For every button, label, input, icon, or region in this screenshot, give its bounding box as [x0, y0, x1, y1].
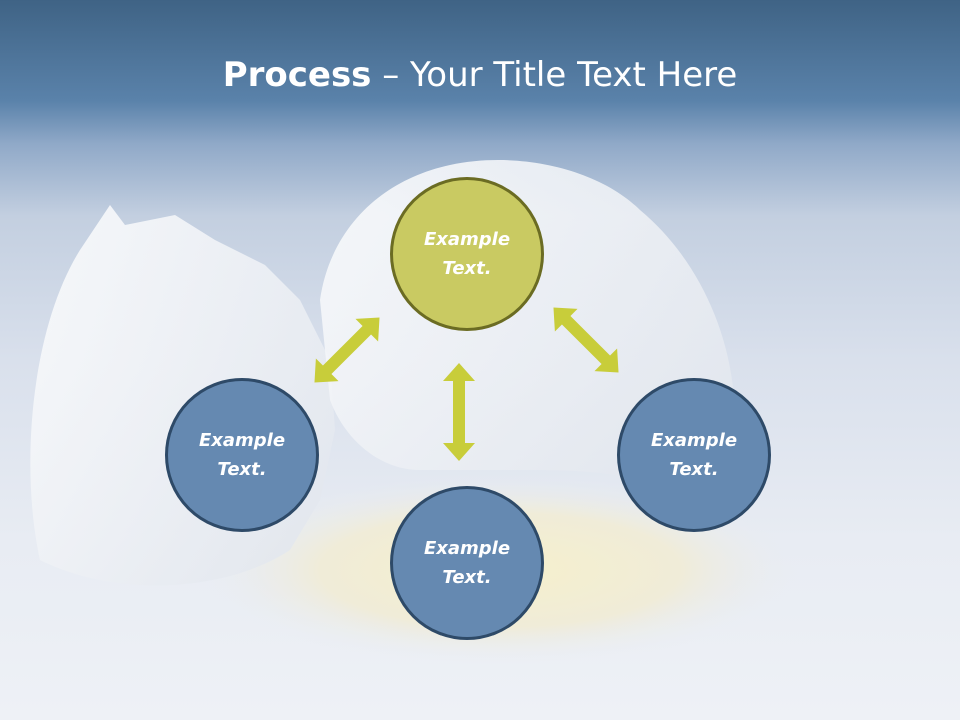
node-text-line1: Example	[198, 430, 286, 451]
process-node-top: Example Text.	[390, 177, 544, 331]
title-bold: Process	[222, 55, 372, 95]
node-text-line1: Example	[423, 229, 511, 250]
node-text-line2: Text.	[669, 459, 719, 480]
process-node-left: Example Text.	[165, 378, 319, 532]
process-node-right: Example Text.	[617, 378, 771, 532]
process-node-bottom: Example Text.	[390, 486, 544, 640]
node-text-line1: Example	[423, 538, 511, 559]
node-text-line2: Text.	[442, 258, 492, 279]
arrow-top-left	[314, 317, 380, 383]
slide-title: Process – Your Title Text Here	[0, 52, 960, 98]
node-text-line2: Text.	[442, 567, 492, 588]
arrow-top-right	[553, 307, 619, 373]
node-text-line2: Text.	[217, 459, 267, 480]
node-text-line1: Example	[650, 430, 738, 451]
arrow-vertical	[443, 363, 475, 461]
title-rest: – Your Title Text Here	[371, 55, 738, 95]
